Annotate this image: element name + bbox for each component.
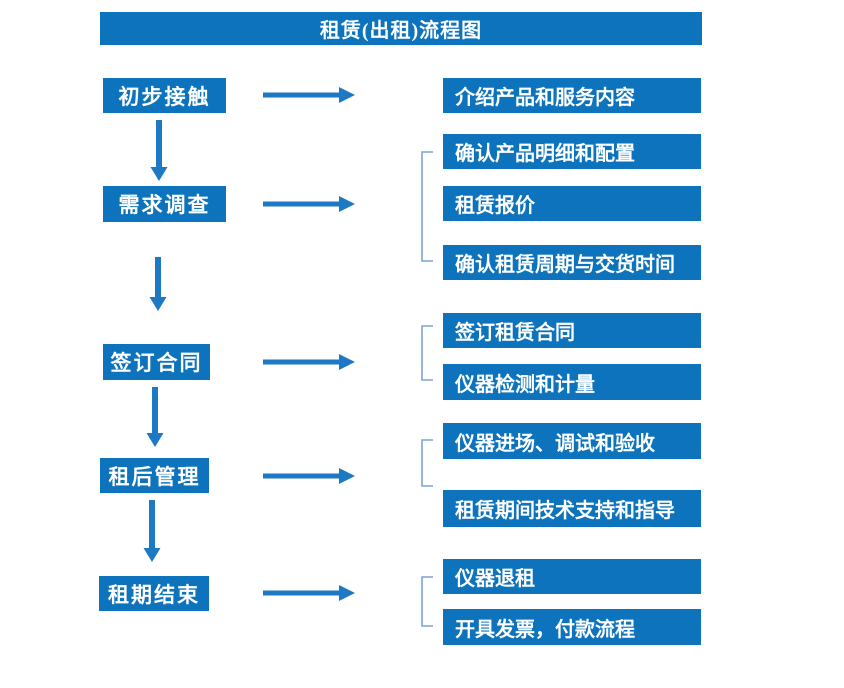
down-arrow-icon bbox=[150, 120, 168, 181]
title-bar: 租赁(出租)流程图 bbox=[100, 12, 702, 45]
stage-box-post-rental-management: 租后管理 bbox=[100, 458, 209, 493]
outcome-box: 仪器检测和计量 bbox=[443, 364, 701, 400]
outcome-box: 仪器进场、调试和验收 bbox=[443, 423, 701, 459]
page-title: 租赁(出租)流程图 bbox=[319, 20, 483, 42]
right-arrow-icon bbox=[263, 354, 355, 370]
stage-box-initial-contact: 初步接触 bbox=[103, 78, 226, 113]
outcome-box: 开具发票，付款流程 bbox=[443, 609, 701, 645]
right-arrow-icon bbox=[263, 196, 355, 212]
outcome-box: 确认租赁周期与交货时间 bbox=[443, 245, 701, 280]
down-arrow-icon bbox=[146, 387, 164, 447]
outcome-box: 租赁期间技术支持和指导 bbox=[443, 490, 701, 527]
group-bracket-shape bbox=[421, 439, 433, 487]
group-bracket-shape bbox=[421, 576, 433, 627]
stage-box-demand-survey: 需求调查 bbox=[103, 186, 226, 222]
stage-box-rental-end: 租期结束 bbox=[99, 576, 209, 611]
outcome-box: 介绍产品和服务内容 bbox=[443, 78, 701, 113]
stage-box-sign-contract: 签订合同 bbox=[103, 344, 210, 380]
outcome-box: 租赁报价 bbox=[443, 186, 701, 221]
right-arrow-icon bbox=[263, 87, 355, 103]
outcome-box: 确认产品明细和配置 bbox=[443, 134, 701, 169]
outcome-box: 签订租赁合同 bbox=[443, 313, 701, 348]
right-arrow-icon bbox=[263, 468, 355, 484]
group-bracket-shape bbox=[421, 151, 433, 262]
down-arrow-icon bbox=[149, 257, 167, 311]
group-bracket-shape bbox=[421, 325, 433, 381]
outcome-box: 仪器退租 bbox=[443, 559, 701, 594]
down-arrow-icon bbox=[143, 500, 161, 562]
right-arrow-icon bbox=[263, 585, 355, 601]
